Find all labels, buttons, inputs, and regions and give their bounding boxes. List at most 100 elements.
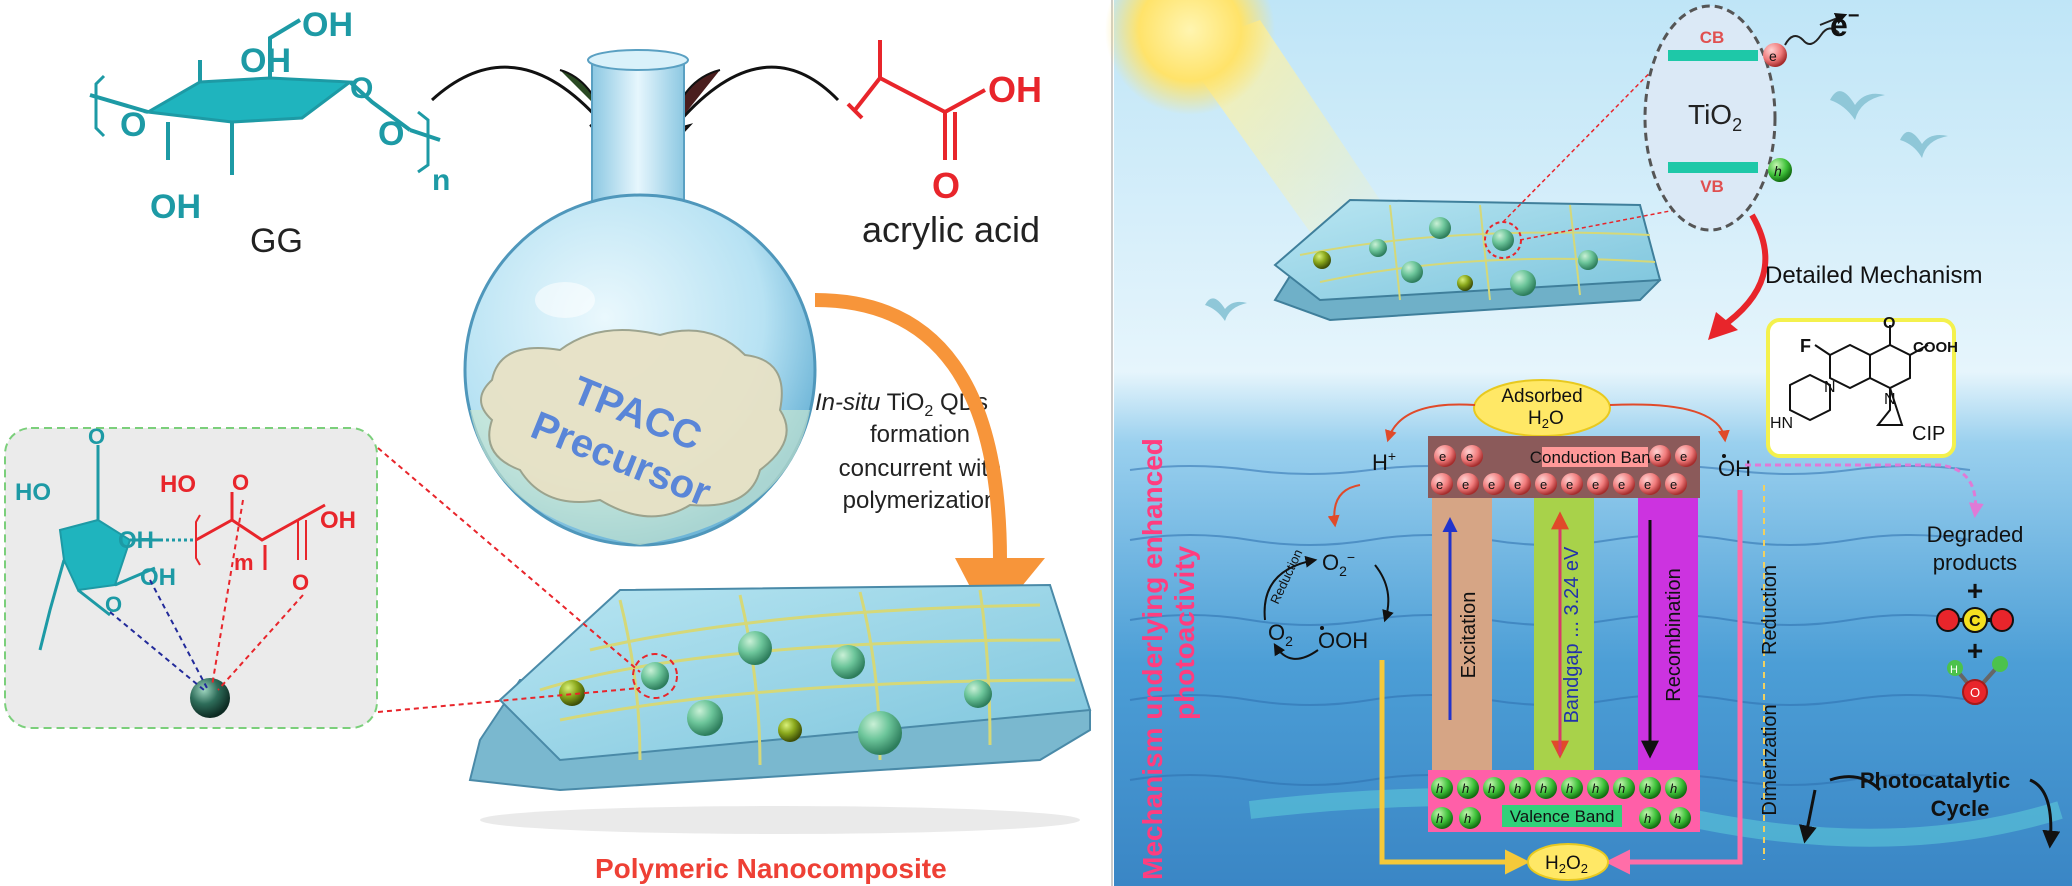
vertical-title: Mechanism underlying enhanced photoactiv… bbox=[1137, 438, 1200, 880]
svg-text:h: h bbox=[1436, 781, 1443, 796]
insitu-prefix: In-situ bbox=[815, 389, 880, 416]
svg-text:e: e bbox=[1644, 477, 1651, 492]
gg-o-right: O bbox=[378, 115, 404, 153]
inset-o-top: O bbox=[88, 424, 105, 449]
adsorbed-line1: Adsorbed bbox=[1501, 386, 1582, 407]
flask: TPACC Precursor bbox=[463, 49, 817, 547]
detailed-mechanism-arrow bbox=[1718, 213, 1769, 331]
svg-text:h: h bbox=[1644, 811, 1651, 826]
conduction-band: Conduction Band bbox=[1530, 448, 1660, 467]
insitu-line4: polymerization bbox=[843, 487, 998, 514]
svg-text:e: e bbox=[1670, 477, 1677, 492]
svg-text:h: h bbox=[1644, 781, 1651, 796]
svg-text:e: e bbox=[1618, 477, 1625, 492]
svg-text:e: e bbox=[1436, 477, 1443, 492]
h2o-molecule: H O bbox=[1947, 656, 2008, 705]
cb-electron: e bbox=[1639, 473, 1661, 495]
svg-text:h: h bbox=[1618, 781, 1625, 796]
ooh: OOH bbox=[1318, 628, 1368, 653]
vertical-title-line2: photoactivity bbox=[1169, 545, 1200, 720]
vb-hole: h bbox=[1669, 807, 1691, 829]
svg-text:h: h bbox=[1462, 781, 1469, 796]
svg-text:e: e bbox=[1514, 477, 1521, 492]
cb-electron: e bbox=[1431, 473, 1453, 495]
svg-text:e: e bbox=[1654, 449, 1661, 464]
detailed-mechanism: Detailed Mechanism bbox=[1765, 262, 1982, 289]
vb-hole: h bbox=[1665, 777, 1687, 799]
cb-label: CB bbox=[1700, 28, 1725, 47]
birds bbox=[1205, 91, 1948, 321]
adsorbed-line2: H2O bbox=[1528, 408, 1564, 431]
cip-f: F bbox=[1800, 336, 1811, 356]
o2-minus: O2− bbox=[1322, 549, 1355, 579]
cip-label: CIP bbox=[1912, 423, 1945, 445]
gg-o-ring: O bbox=[350, 72, 373, 105]
svg-text:e: e bbox=[1462, 477, 1469, 492]
svg-text:e: e bbox=[1680, 449, 1687, 464]
vb-hole: h bbox=[1774, 163, 1782, 179]
gg-molecule: O OH OH O O OH n bbox=[89, 6, 450, 226]
cb-electron: e bbox=[1613, 473, 1635, 495]
composite-label: Polymeric Nanocomposite bbox=[595, 853, 947, 884]
vb-hole: h bbox=[1431, 807, 1453, 829]
svg-text:C: C bbox=[1969, 613, 1981, 630]
inset-o-red1: O bbox=[232, 470, 249, 495]
vb-hole: h bbox=[1431, 777, 1453, 799]
co2-molecule: C bbox=[1936, 607, 2014, 633]
photocatalytic-cycle: Photocatalytic Cycle bbox=[1798, 768, 2061, 849]
plus1: + bbox=[1967, 575, 1983, 606]
vb-hole: h bbox=[1535, 777, 1557, 799]
adsorbed-water: Adsorbed H2O bbox=[1473, 379, 1611, 437]
svg-text:h: h bbox=[1670, 781, 1677, 796]
oh-radical: OH bbox=[1718, 456, 1751, 481]
svg-text:e: e bbox=[1592, 477, 1599, 492]
gg-label: GG bbox=[250, 222, 303, 260]
orange-process-arrow bbox=[814, 293, 1007, 561]
vb-hole: h bbox=[1459, 807, 1481, 829]
inset-oh2: OH bbox=[140, 564, 176, 591]
svg-text:e: e bbox=[1566, 477, 1573, 492]
plus2: + bbox=[1967, 635, 1983, 666]
inset-oh1: OH bbox=[118, 527, 154, 554]
h-plus: H+ bbox=[1372, 448, 1396, 475]
small-sheet bbox=[1273, 198, 1662, 322]
svg-text:h: h bbox=[1464, 811, 1471, 826]
gg-o-left: O bbox=[120, 106, 146, 144]
cb-electron: e bbox=[1483, 473, 1505, 495]
vb-hole: h bbox=[1639, 807, 1661, 829]
reduction: Reduction bbox=[1759, 565, 1781, 655]
svg-text:H2O2: H2O2 bbox=[1545, 853, 1588, 876]
cb-electron: e bbox=[1535, 473, 1557, 495]
svg-text:e: e bbox=[1540, 477, 1547, 492]
vb-hole: h bbox=[1587, 777, 1609, 799]
zoom-line-top bbox=[377, 447, 641, 673]
vb-hole: h bbox=[1561, 777, 1583, 799]
inset-o-red2: O bbox=[292, 570, 309, 595]
cb-electron: e bbox=[1649, 445, 1671, 467]
right-panel: CB VB TiO2 e h e− Detailed Mechanism bbox=[1105, 0, 2072, 886]
svg-text:e: e bbox=[1488, 477, 1495, 492]
cb-electron: e bbox=[1457, 473, 1479, 495]
vb-hole: h bbox=[1639, 777, 1661, 799]
cb-electron: e bbox=[1769, 48, 1777, 64]
recombination: Recombination bbox=[1663, 568, 1685, 701]
vb-hole: h bbox=[1509, 777, 1531, 799]
svg-text:h: h bbox=[1488, 781, 1495, 796]
acrylic-oh: OH bbox=[988, 69, 1042, 110]
sun bbox=[1105, 0, 1400, 260]
vertical-title-line1: Mechanism underlying enhanced bbox=[1137, 438, 1168, 880]
cb-electron: e bbox=[1461, 445, 1483, 467]
gg-oh-top: OH bbox=[302, 6, 353, 44]
structure-inset: HO O OH OH O HO O OH O m bbox=[4, 424, 378, 729]
inset-ho1: HO bbox=[15, 479, 51, 506]
inset-o-bottom: O bbox=[105, 592, 122, 617]
ejected-electron: e− bbox=[1830, 5, 1859, 43]
acrylic-label: acrylic acid bbox=[862, 209, 1040, 250]
inset-ho-red: HO bbox=[160, 471, 196, 498]
tio2-ellipse: CB VB TiO2 e h e− bbox=[1643, 4, 1859, 232]
svg-text:h: h bbox=[1592, 781, 1599, 796]
gg-n: n bbox=[432, 164, 450, 197]
cip-n2: N bbox=[1884, 391, 1896, 408]
tio2-label: TiO2 bbox=[1688, 99, 1742, 135]
